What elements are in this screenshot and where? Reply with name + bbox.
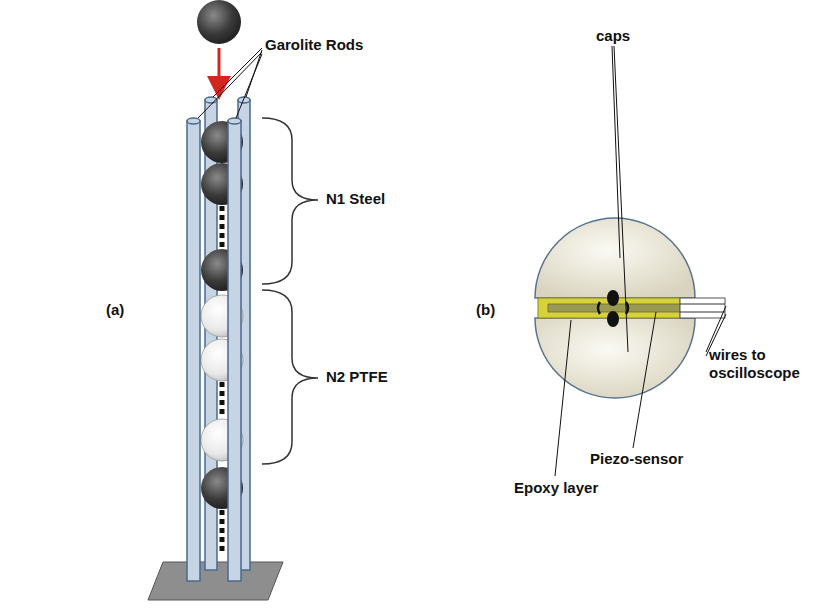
leader-lines-part — [198, 52, 262, 118]
leader-lines — [198, 48, 262, 118]
sensor-ball-part — [680, 304, 725, 305]
part-label: Piezo-sensor — [590, 450, 683, 468]
front-rods — [187, 118, 241, 581]
braces — [262, 118, 318, 464]
front-rods-part — [228, 121, 241, 581]
front-rods-part — [187, 118, 200, 124]
sensor-ball-part — [680, 312, 725, 313]
part-label: caps — [596, 27, 630, 45]
falling-ball-part — [218, 48, 221, 88]
ball-chain-part — [220, 382, 225, 418]
part-label: Garolite Rods — [265, 36, 363, 54]
leader-lines-part — [236, 54, 262, 118]
front-rods-part — [228, 118, 241, 124]
leader-lines-part — [614, 46, 628, 352]
ball-chain-part — [220, 510, 225, 552]
sensor-ball-part — [598, 302, 600, 314]
part-label: Epoxy layer — [514, 479, 598, 497]
sensor-ball-part — [535, 318, 695, 398]
falling-ball-part — [197, 0, 241, 44]
front-rods-part — [187, 121, 200, 581]
group-label: N1 Steel — [326, 190, 385, 208]
braces-part — [262, 290, 318, 464]
sensor-ball-part — [535, 218, 695, 298]
sensor-ball-part — [607, 290, 619, 306]
panel-label: (b) — [476, 301, 495, 319]
part-label: wires to oscilloscope — [709, 346, 809, 382]
panel-label: (a) — [106, 301, 124, 319]
ball-chain-part — [220, 206, 225, 248]
leader-lines — [555, 46, 726, 476]
leader-lines-part — [633, 312, 656, 448]
falling-ball — [197, 0, 241, 88]
braces-part — [262, 118, 318, 284]
sensor-ball-part — [680, 298, 725, 318]
group-label: N2 PTFE — [326, 368, 388, 386]
sensor-ball — [535, 218, 725, 398]
sensor-ball-part — [607, 311, 619, 327]
leader-lines-part — [706, 306, 726, 352]
leader-lines-part — [555, 320, 571, 476]
